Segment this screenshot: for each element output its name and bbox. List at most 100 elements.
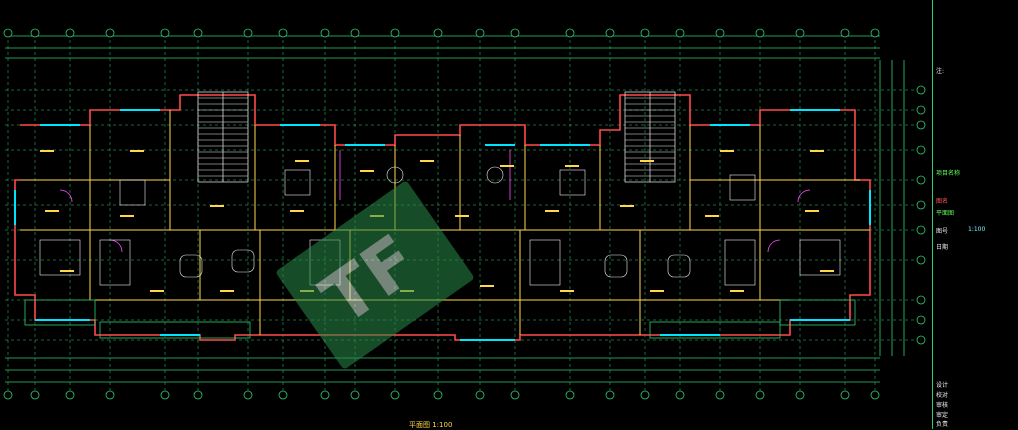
axis-bubble [475, 28, 485, 38]
axis-bubble [715, 28, 725, 38]
axis-bubble [243, 28, 253, 38]
interior-walls [20, 110, 870, 335]
windows [14, 109, 871, 341]
axis-bubble [715, 390, 725, 400]
room-label-mark [545, 210, 559, 212]
axis-bubble [350, 390, 360, 400]
axis-bubbles-bottom [3, 390, 880, 400]
axis-bubble [795, 390, 805, 400]
axis-bubble [640, 28, 650, 38]
axis-bubble [840, 390, 850, 400]
furniture [39, 166, 841, 286]
axis-bubble [30, 390, 40, 400]
room-label-mark [290, 210, 304, 212]
axis-bubble [160, 390, 170, 400]
axis-bubble [278, 390, 288, 400]
room-label-mark [420, 160, 434, 162]
axis-bubble [433, 390, 443, 400]
tf-logo-icon: TF [276, 181, 474, 369]
axis-bubble [510, 390, 520, 400]
axis-bubble [510, 28, 520, 38]
room-label-mark [210, 205, 224, 207]
axis-bubble [755, 390, 765, 400]
axis-bubble [565, 28, 575, 38]
axis-bubble [193, 28, 203, 38]
room-label-mark [500, 165, 514, 167]
axis-bubble [433, 28, 443, 38]
room-label-mark [295, 160, 309, 162]
drawing-name: 平面图 [936, 210, 955, 217]
axis-bubble [565, 390, 575, 400]
axis-bubble [916, 315, 926, 325]
axis-bubble [65, 390, 75, 400]
sign-row: 设计 [936, 382, 949, 389]
notes-heading: 注: [936, 68, 945, 75]
axis-bubble [916, 295, 926, 305]
axis-bubble [916, 200, 926, 210]
sign-row: 审核 [936, 402, 949, 409]
axis-bubble [916, 85, 926, 95]
room-label-mark [60, 270, 74, 272]
room-label-mark [150, 290, 164, 292]
axis-bubble [916, 105, 926, 115]
axis-bubble [105, 390, 115, 400]
room-label-mark [650, 290, 664, 292]
axis-bubble [916, 225, 926, 235]
project-label: 项目名称 [936, 170, 961, 177]
axis-bubble [870, 390, 880, 400]
axis-bubble [30, 28, 40, 38]
axis-bubbles-right [916, 85, 926, 345]
room-label-mark [560, 290, 574, 292]
axis-bubble [160, 28, 170, 38]
room-label-mark [810, 150, 824, 152]
dimension-lines-bottom [5, 357, 880, 383]
stair-core-left [197, 91, 249, 183]
axis-bubble [105, 28, 115, 38]
room-label-mark [730, 290, 744, 292]
dimension-lines-right [879, 60, 905, 356]
room-label-mark [805, 210, 819, 212]
dimension-lines-top [5, 35, 880, 59]
room-label-mark [640, 160, 654, 162]
room-label-mark [130, 150, 144, 152]
axis-bubble [605, 390, 615, 400]
room-label-mark [220, 290, 234, 292]
room-label-mark [455, 215, 469, 217]
axis-bubble [320, 390, 330, 400]
axis-bubble [840, 28, 850, 38]
axis-bubble [193, 390, 203, 400]
axis-bubble [320, 28, 330, 38]
axis-bubble [870, 28, 880, 38]
axis-bubble [640, 390, 650, 400]
scale-value: 1:100 [968, 226, 986, 233]
balconies [24, 299, 856, 339]
axis-bubble [350, 28, 360, 38]
number-label: 图号 [936, 228, 949, 235]
axis-bubble [795, 28, 805, 38]
room-label-mark [480, 285, 494, 287]
axis-bubble [390, 390, 400, 400]
room-label-mark [120, 215, 134, 217]
axis-bubbles-top [3, 28, 880, 38]
room-label-mark [620, 205, 634, 207]
stair-treads-right [625, 97, 675, 177]
axis-bubble [916, 175, 926, 185]
sign-row: 审定 [936, 412, 949, 419]
axis-bubble [675, 28, 685, 38]
room-label-mark [40, 150, 54, 152]
stair-core-right [624, 91, 676, 183]
axis-bubble [3, 390, 13, 400]
room-label-mark [820, 270, 834, 272]
axis-bubble [65, 28, 75, 38]
axis-bubble [278, 28, 288, 38]
stair-treads-left [198, 97, 248, 177]
axis-bubble [3, 28, 13, 38]
drawing-label: 图名 [936, 198, 949, 205]
axis-bubble [916, 145, 926, 155]
axis-bubble [390, 28, 400, 38]
drawing-caption: 平面图 1:100 [409, 421, 453, 429]
title-block [932, 0, 1018, 429]
axis-bubble [916, 120, 926, 130]
sign-row: 校对 [936, 392, 949, 399]
